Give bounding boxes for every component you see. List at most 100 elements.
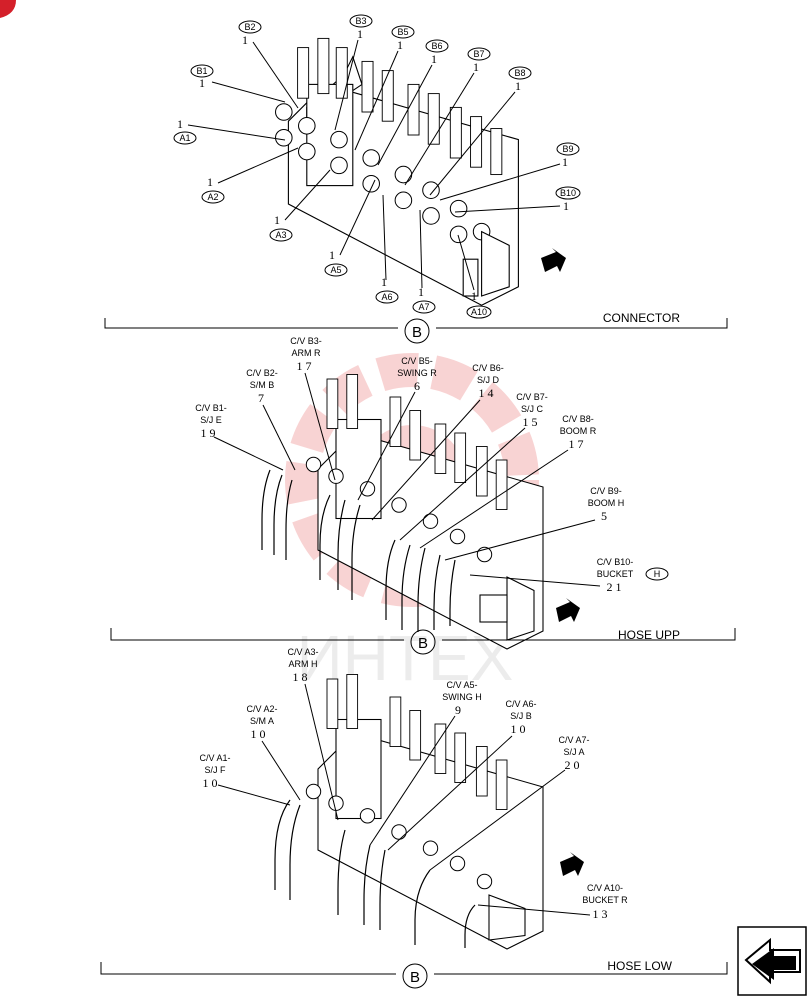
callout-a5: 1A5 (324, 179, 376, 277)
svg-text:1 0: 1 0 (511, 722, 526, 736)
svg-text:1: 1 (473, 60, 479, 74)
svg-text:1: 1 (381, 275, 387, 289)
svg-text:S/M B: S/M B (250, 380, 275, 390)
callout-b9: B91 (439, 142, 580, 201)
callout-b5: B51 (354, 25, 415, 151)
svg-text:5: 5 (601, 509, 607, 523)
svg-text:1: 1 (177, 117, 183, 131)
svg-text:S/J D: S/J D (477, 375, 500, 385)
callout-a10-bucket-r: C/V A10- BUCKET R 1 3 (477, 883, 628, 921)
svg-text:1 7: 1 7 (297, 359, 312, 373)
svg-text:B9: B9 (562, 144, 573, 154)
valve-assembly-connector (275, 37, 519, 306)
svg-text:B3: B3 (355, 16, 366, 26)
svg-text:C/V B2-: C/V B2- (246, 368, 278, 378)
svg-text:B8: B8 (514, 68, 525, 78)
svg-text:1 4: 1 4 (479, 386, 494, 400)
svg-text:ARM R: ARM R (292, 348, 322, 358)
svg-text:S/J A: S/J A (563, 747, 584, 757)
svg-text:S/J E: S/J E (200, 415, 222, 425)
svg-text:C/V A1-: C/V A1- (199, 753, 230, 763)
svg-text:1 5: 1 5 (523, 415, 538, 429)
callout-b6: B61 (377, 39, 449, 166)
svg-text:1 7: 1 7 (569, 437, 584, 451)
svg-text:ARM H: ARM H (289, 659, 318, 669)
callout-a5-swing-h: C/V A5-SWING H9 (369, 680, 482, 846)
svg-text:1: 1 (242, 33, 248, 47)
svg-text:1: 1 (329, 248, 335, 262)
svg-text:BOOM R: BOOM R (560, 426, 597, 436)
svg-text:1: 1 (418, 285, 424, 299)
corner-mark (0, 0, 16, 18)
svg-text:H: H (654, 569, 661, 579)
svg-text:1: 1 (397, 38, 403, 52)
section-title: HOSE LOW (607, 959, 672, 973)
svg-text:1 3: 1 3 (593, 907, 608, 921)
callout-b8: B81 (429, 66, 532, 196)
svg-text:2 1: 2 1 (607, 580, 622, 594)
svg-text:S/J B: S/J B (510, 711, 532, 721)
callout-b5-swing-r: C/V B5-SWING R6 (357, 356, 437, 501)
svg-text:1 9: 1 9 (201, 426, 216, 440)
svg-text:BUCKET R: BUCKET R (582, 895, 628, 905)
callout-a3-arm-h: C/V A3-ARM H1 8 (287, 647, 339, 821)
section-frame-hose-low: B HOSE LOW (100, 959, 728, 989)
svg-text:S/M A: S/M A (250, 716, 274, 726)
svg-text:C/V B10-: C/V B10- (597, 557, 634, 567)
svg-text:1 0: 1 0 (203, 776, 218, 790)
section-title: CONNECTOR (603, 311, 680, 325)
view-mark: B (410, 969, 420, 986)
svg-text:S/J F: S/J F (204, 765, 226, 775)
svg-text:6: 6 (414, 379, 420, 393)
svg-text:1: 1 (515, 79, 521, 93)
callout-b2: B21 (238, 20, 299, 109)
callout-b3-arm-r: C/V B3- ARM R1 7 (290, 336, 336, 481)
svg-text:B5: B5 (397, 27, 408, 37)
svg-text:C/V A7-: C/V A7- (558, 735, 589, 745)
callout-b2-sm-b: C/V B2-S/M B7 (246, 368, 296, 471)
svg-text:C/V B3-: C/V B3- (290, 336, 322, 346)
section-connector: B21 B31 B51 B61 B71 B81 B11 1A1 1A2 1A3 … (104, 14, 728, 344)
svg-text:A2: A2 (207, 192, 218, 202)
callout-a1-sj-f: C/V A1- S/J F1 0 (199, 753, 291, 806)
section-title: HOSE UPP (618, 628, 680, 642)
svg-text:C/V B5-: C/V B5- (401, 356, 433, 366)
svg-text:C/V A10-: C/V A10- (587, 883, 623, 893)
callout-b7: B71 (404, 47, 491, 186)
svg-text:1: 1 (431, 52, 437, 66)
section-hose-upp: C/V B3-ARM R1 7 C/V B2-S/M B7 C/V B1-S/J… (110, 336, 736, 655)
svg-text:BOOM H: BOOM H (588, 498, 625, 508)
svg-text:C/V A6-: C/V A6- (505, 699, 536, 709)
svg-text:C/V A2-: C/V A2- (246, 704, 277, 714)
svg-text:A5: A5 (330, 265, 341, 275)
svg-text:1: 1 (357, 27, 363, 41)
section-frame-hose-upp: B HOSE UPP (110, 628, 736, 655)
callout-b6-sj-d: C/V B6- S/J D1 4 (371, 363, 504, 521)
svg-text:2 0: 2 0 (565, 758, 580, 772)
svg-text:C/V B7-: C/V B7- (516, 392, 548, 402)
nav-back-icon[interactable] (737, 926, 807, 996)
svg-text:C/V B6-: C/V B6- (472, 363, 504, 373)
svg-text:A6: A6 (381, 292, 392, 302)
callouts-hose-upp: C/V B3-ARM R1 7 C/V B2-S/M B7 C/V B1-S/J… (195, 336, 669, 594)
svg-text:1: 1 (207, 175, 213, 189)
hoses-upp (261, 469, 456, 632)
callouts-hose-low: C/V A3-ARM H1 8 C/V A2-S/M A1 0 C/V A1-S… (199, 647, 628, 921)
callout-a7-sj-a: C/V A7- S/J A2 0 (429, 735, 590, 871)
svg-text:1: 1 (199, 76, 205, 90)
svg-text:B1: B1 (196, 66, 207, 76)
svg-text:C/V A3-: C/V A3- (287, 647, 318, 657)
callout-a7: 1A7 (412, 209, 436, 314)
callout-a2-sm-a: C/V A2-S/M A1 0 (246, 704, 301, 801)
svg-text:B10: B10 (560, 188, 576, 198)
callout-b1: B11 (190, 64, 286, 103)
callout-a6-sj-b: C/V A6- S/J B1 0 (387, 699, 537, 851)
callouts-connector: B21 B31 B51 B61 B71 B81 B11 1A1 1A2 1A3 … (173, 14, 581, 319)
callout-b1-sj-e: C/V B1-S/J E1 9 (195, 403, 284, 471)
callout-b7-sj-c: C/V B7-S/J C1 5 (399, 392, 548, 541)
